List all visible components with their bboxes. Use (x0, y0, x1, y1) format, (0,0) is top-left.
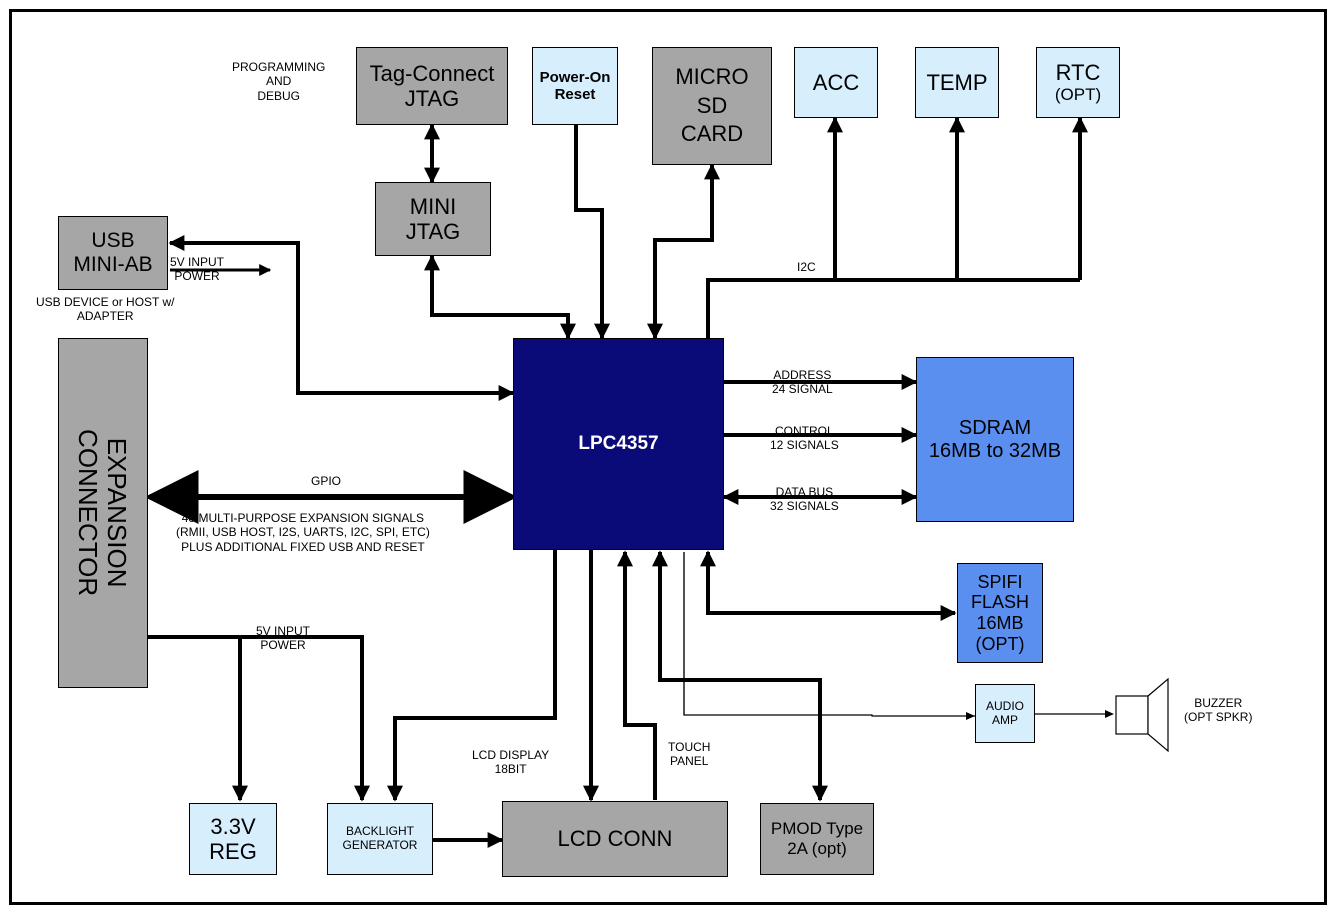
buzzer-label: BUZZER (OPT SPKR) (1184, 696, 1253, 725)
sdram-text-1: SDRAM (958, 416, 1032, 439)
wire-audio (683, 552, 975, 717)
wire-touch (617, 550, 657, 800)
sd-text-2: SD (696, 92, 728, 118)
wire-reset-mcu (574, 125, 610, 340)
spifi-text-4: (OPT) (975, 633, 1025, 654)
lpc4357-mcu-block: LPC4357 (513, 338, 724, 550)
usb-text-2: MINI-AB (73, 253, 153, 276)
buzzer-icon (1115, 677, 1169, 753)
spifi-text-2: FLASH (970, 592, 1030, 613)
tag-connect-jtag-block: Tag-Connect JTAG (356, 47, 508, 125)
usb-mini-ab-block: USB MINI-AB (58, 216, 168, 290)
spifi-text-1: SPIFI (977, 571, 1023, 592)
usb-device-label: USB DEVICE or HOST w/ ADAPTER (36, 295, 175, 324)
rtc-block: RTC (OPT) (1036, 47, 1120, 118)
audio-amp-text-1: AUDIO (985, 698, 1024, 713)
wire-backlight-ctl (387, 550, 557, 802)
mini-jtag-text-1: MINI (409, 193, 457, 219)
usb-power-label: 5V INPUT POWER (170, 255, 225, 284)
reset-text-2: Reset (554, 86, 596, 103)
wire-usb-mcu (168, 235, 515, 401)
expansion-text-1: EXPANSION (102, 438, 133, 588)
pmod-text-1: PMOD Type (770, 819, 864, 839)
sdram-block: SDRAM 16MB to 32MB (916, 357, 1074, 522)
wire-i2c-bus (706, 278, 1080, 338)
lcd-display-label: LCD DISPLAY 18BIT (472, 748, 550, 777)
touch-panel-label: TOUCH PANEL (668, 740, 711, 769)
micro-sd-card-block: MICRO SD CARD (652, 47, 772, 165)
programming-debug-label: PROGRAMMING AND DEBUG (232, 60, 326, 103)
backlight-text-2: GENERATOR (342, 838, 418, 852)
i2c-label: I2C (797, 260, 816, 274)
wire-minijtag-mcu (424, 254, 576, 340)
temp-text: TEMP (926, 69, 988, 95)
rtc-text: RTC (1055, 60, 1101, 86)
mini-jtag-block: MINI JTAG (375, 182, 491, 256)
sd-text-1: MICRO (675, 64, 749, 90)
power-on-reset-block: Power-On Reset (532, 47, 618, 125)
mini-jtag-text-2: JTAG (405, 219, 461, 244)
pmod-text-2: 2A (opt) (787, 839, 847, 858)
reg-3v3-block: 3.3V REG (189, 803, 277, 875)
wire-sd-mcu (647, 163, 720, 340)
mcu-text: LPC4357 (578, 433, 659, 455)
acc-block: ACC (794, 47, 878, 118)
wire-pmod (652, 550, 828, 802)
wire-spifi (700, 550, 957, 621)
expansion-text-2: CONNECTOR (74, 429, 104, 597)
backlight-generator-block: BACKLIGHT GENERATOR (327, 803, 433, 875)
exp-power-label: 5V INPUT POWER (256, 624, 311, 653)
sdram-text-2: 16MB to 32MB (928, 439, 1062, 462)
tag-connect-text: Tag-Connect (369, 60, 495, 86)
pmod-block: PMOD Type 2A (opt) (760, 803, 874, 875)
usb-text-1: USB (91, 228, 135, 252)
expansion-signals-label: 48 MULTI-PURPOSE EXPANSION SIGNALS (RMII… (176, 511, 430, 554)
rtc-opt-text: (OPT) (1054, 85, 1102, 105)
expansion-connector-block: EXPANSION CONNECTOR (58, 338, 148, 688)
address-label: ADDRESS 24 SIGNAL (772, 368, 833, 397)
reg-text-2: REG (209, 839, 257, 864)
temp-block: TEMP (915, 47, 999, 118)
acc-text: ACC (812, 69, 860, 95)
lcd-conn-text: LCD CONN (557, 826, 673, 852)
backlight-text-1: BACKLIGHT (345, 824, 414, 839)
gpio-label: GPIO (311, 474, 342, 488)
audio-amp-text-2: AMP (991, 712, 1018, 727)
spifi-text-3: 16MB (976, 613, 1024, 633)
spifi-flash-block: SPIFI FLASH 16MB (OPT) (957, 563, 1043, 663)
wire-exp-power (148, 635, 370, 802)
control-label: CONTROL 12 SIGNALS (770, 424, 839, 453)
data-bus-label: DATA BUS 32 SIGNALS (770, 485, 839, 514)
lcd-conn-block: LCD CONN (502, 801, 728, 877)
reg-text-1: 3.3V (210, 813, 256, 839)
tag-connect-jtag-text: JTAG (404, 86, 460, 111)
sd-text-3: CARD (680, 121, 744, 147)
audio-amp-block: AUDIO AMP (975, 684, 1035, 743)
reset-text-1: Power-On (539, 68, 611, 86)
